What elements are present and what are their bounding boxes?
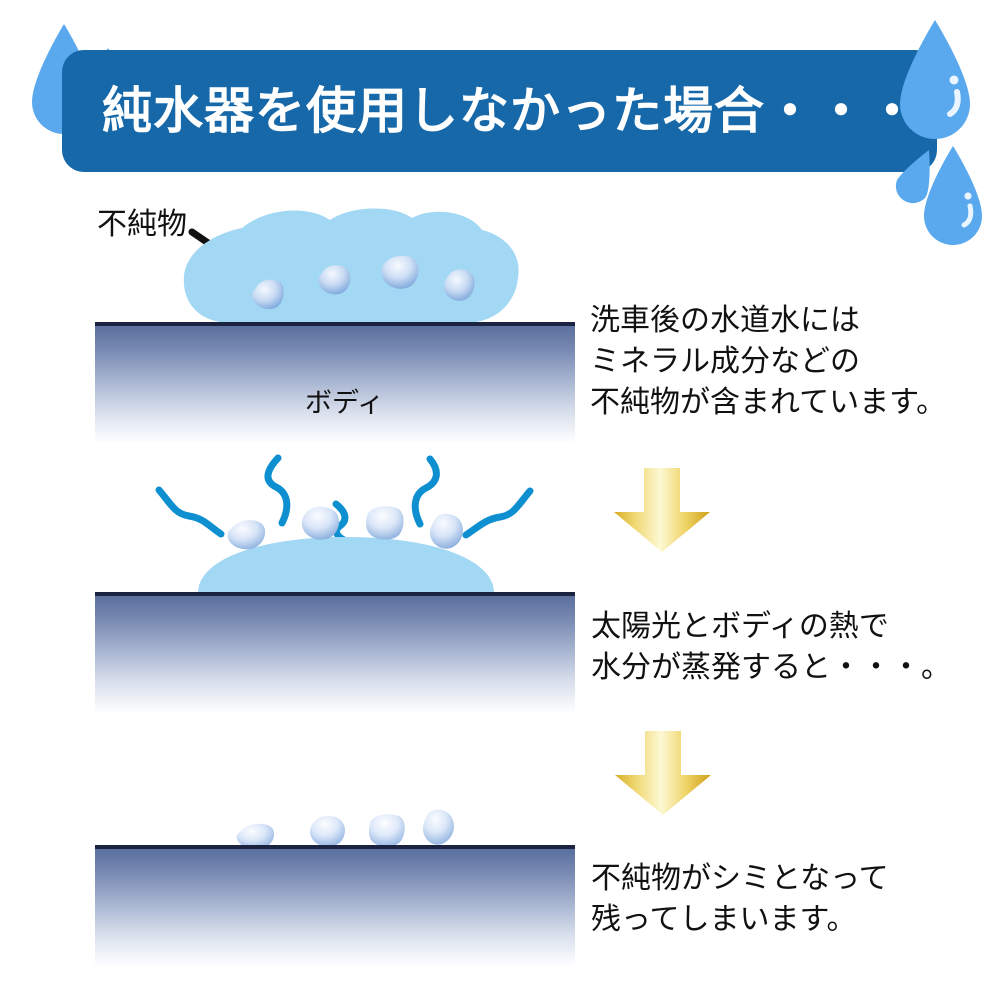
evaporation-squiggle xyxy=(155,486,227,538)
droplet-bottom-right-medium xyxy=(920,144,986,245)
page-title: 純水器を使用しなかった場合・・・ xyxy=(102,82,918,140)
impurity-crystal xyxy=(363,504,407,542)
caption-step-1: 洗車後の水道水には ミネラル成分などの 不純物が含まれています。 xyxy=(590,303,947,420)
car-body-label: ボディ xyxy=(305,388,385,419)
car-body-panel-stage-3 xyxy=(95,845,575,965)
impurity-crystal xyxy=(317,262,353,296)
caption-step-2: 太陽光とボディの熱で 水分が蒸発すると・・・。 xyxy=(591,609,951,685)
droplet-bottom-right-small xyxy=(885,146,935,206)
evaporation-squiggle xyxy=(258,454,306,527)
arrow-step-1-to-2 xyxy=(612,468,712,553)
car-body-panel-stage-1 xyxy=(95,322,575,442)
evaporation-squiggle xyxy=(462,487,534,539)
evaporation-squiggle xyxy=(398,455,446,528)
water-spot-crystal xyxy=(421,806,459,848)
impurity-callout-label: 不純物 xyxy=(97,207,187,242)
car-body-panel-stage-2 xyxy=(95,592,575,712)
evaporation-squiggle xyxy=(330,500,374,544)
water-spot-crystal xyxy=(235,820,277,852)
arrow-step-2-to-3 xyxy=(613,731,713,816)
droplet-top-right-large xyxy=(895,18,975,142)
impurity-crystal xyxy=(300,503,342,543)
impurity-crystal xyxy=(379,253,421,291)
impurity-crystal xyxy=(442,266,478,302)
impurity-crystal xyxy=(250,276,286,310)
banner-background xyxy=(62,50,937,172)
impurity-crystal xyxy=(428,510,468,552)
water-spot-crystal xyxy=(308,812,348,850)
header-banner: 純水器を使用しなかった場合・・・ xyxy=(0,0,1000,245)
caption-step-3: 不純物がシミとなって 残ってしまいます。 xyxy=(591,861,889,937)
water-spot-crystal xyxy=(366,812,408,850)
impurity-crystal xyxy=(226,516,268,552)
water-dome-stage-2 xyxy=(196,535,496,595)
